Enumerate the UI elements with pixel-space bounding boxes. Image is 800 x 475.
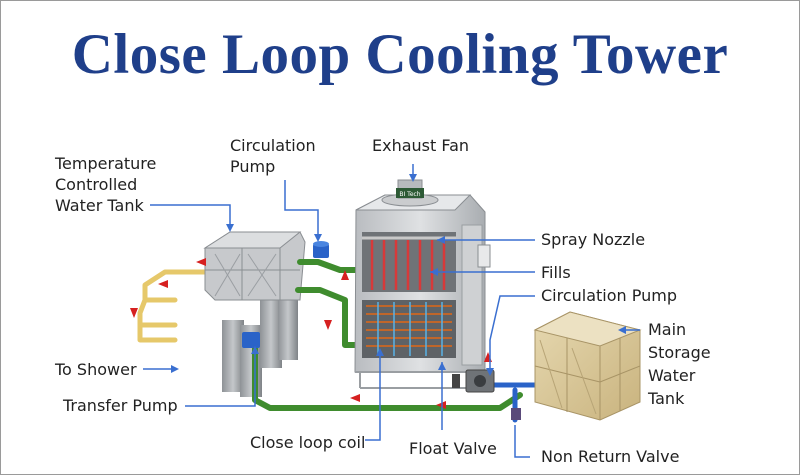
main-storage-label-line-1: Main bbox=[648, 320, 687, 339]
main-storage-label-line-2: Storage bbox=[648, 343, 711, 362]
exhaust-fan-label: Exhaust Fan bbox=[372, 136, 470, 155]
temperature-tank-label-line-2: Controlled bbox=[55, 175, 138, 194]
non-return-valve bbox=[511, 408, 521, 420]
leader-lines bbox=[143, 164, 640, 458]
to-shower-label: To Shower bbox=[55, 360, 137, 379]
page-title: Close Loop Cooling Tower bbox=[71, 23, 729, 86]
main-storage-label-line-4: Tank bbox=[648, 389, 685, 408]
cooling-tower: BI Tech bbox=[354, 179, 491, 389]
close-loop-coil-label: Close loop coil bbox=[250, 433, 366, 452]
circulation-pump-top-label: Circulation Pump bbox=[230, 135, 316, 177]
circulation-pump-top bbox=[313, 241, 329, 258]
transfer-pump-label: Transfer Pump bbox=[63, 396, 178, 415]
non-return-valve-label: Non Return Valve bbox=[541, 447, 680, 466]
transfer-pump bbox=[242, 332, 260, 348]
main-storage-label-line-3: Water bbox=[648, 366, 696, 385]
circulation-pump-right bbox=[465, 369, 495, 393]
main-storage-label: Main Storage Water Tank bbox=[648, 318, 711, 410]
tower-badge: BI Tech bbox=[399, 191, 420, 198]
shower-pipes bbox=[137, 269, 213, 343]
circulation-pump-top-label-line-2: Pump bbox=[230, 157, 276, 176]
fills-label: Fills bbox=[541, 263, 571, 282]
circulation-pump-top-label-line-1: Circulation bbox=[230, 136, 316, 155]
temperature-controlled-tank bbox=[203, 231, 306, 397]
temperature-tank-label-line-1: Temperature bbox=[55, 154, 157, 173]
float-valve bbox=[452, 374, 460, 388]
main-storage-tank bbox=[533, 311, 642, 421]
temperature-tank-label: Temperature Controlled Water Tank bbox=[55, 153, 156, 216]
temperature-tank-label-line-3: Water Tank bbox=[55, 196, 144, 215]
float-valve-label: Float Valve bbox=[409, 439, 497, 458]
spray-nozzle-label: Spray Nozzle bbox=[541, 230, 646, 249]
leader-arrowheads bbox=[171, 174, 626, 376]
circulation-pump-right-label: Circulation Pump bbox=[541, 286, 678, 305]
